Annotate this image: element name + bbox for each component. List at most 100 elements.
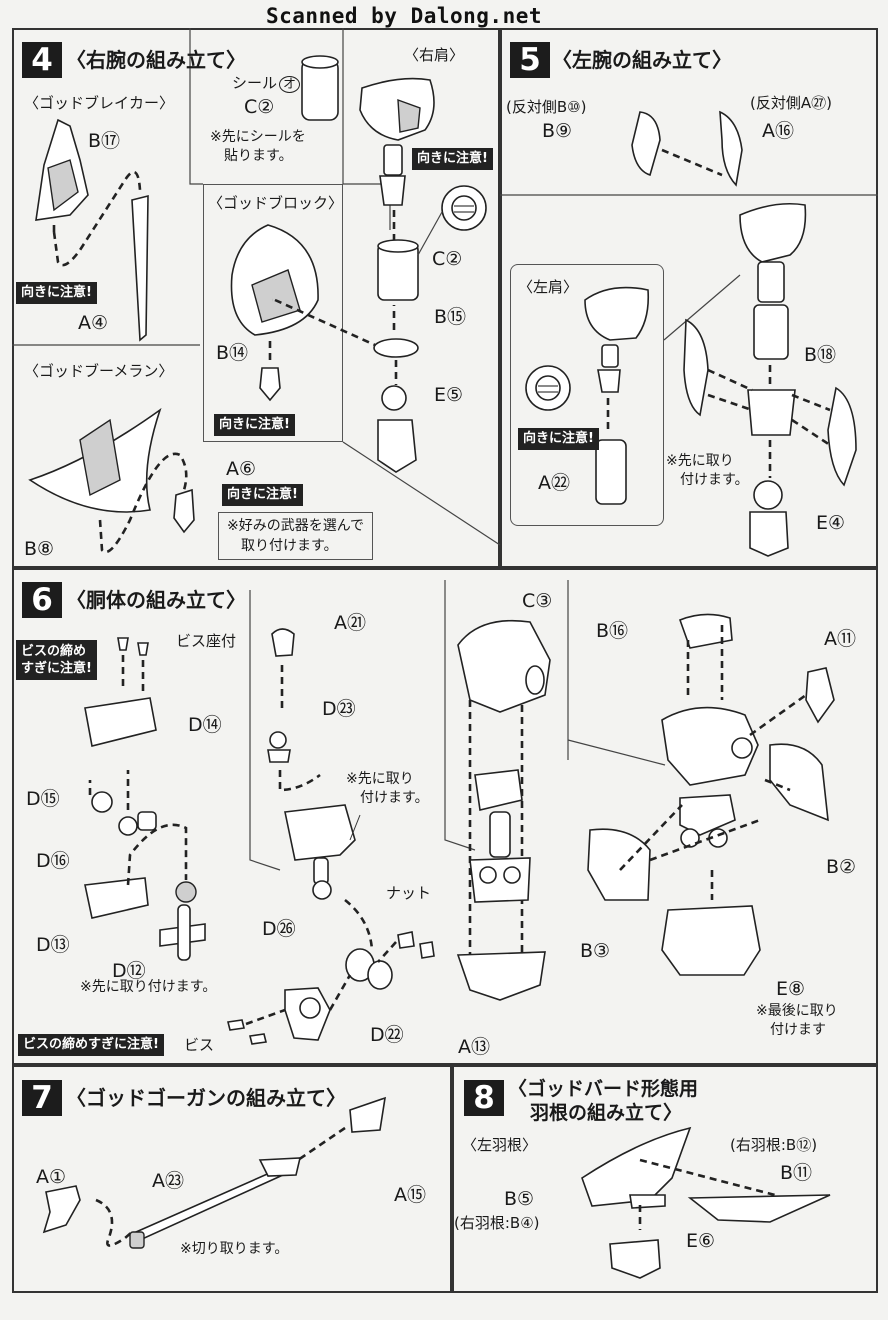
- label-d26: D㉖: [262, 918, 296, 940]
- label-a1: A①: [36, 1166, 67, 1188]
- a1-part: [42, 1185, 81, 1234]
- warn-screw-tight: ビスの締め すぎに注意!: [16, 640, 97, 680]
- boomerang-tip-a6: [173, 488, 195, 534]
- seal-label: シールオ: [232, 72, 301, 93]
- label-a11: A⑪: [824, 628, 856, 650]
- d13-block: [84, 877, 149, 919]
- label-d23: D㉓: [322, 698, 356, 720]
- label-b8: B⑧: [24, 538, 55, 560]
- label-a23: A㉓: [152, 1170, 184, 1192]
- section-7-number: 7: [22, 1080, 62, 1116]
- note-seal-line-2: 貼ります。: [224, 148, 293, 164]
- god-breaker-shaft-a4: [131, 194, 149, 342]
- god-block-frame: [203, 184, 343, 442]
- label-screw: ビス: [184, 1036, 215, 1054]
- label-d15: D⑮: [26, 788, 60, 810]
- label-opposite-a27: (反対側A㉗): [750, 94, 832, 112]
- left-shoulder-frame: [510, 264, 664, 526]
- label-nut: ナット: [386, 884, 432, 902]
- note-e8-line-2: 付けます: [770, 1022, 826, 1038]
- warn-direction-left-shoulder: 向きに注意!: [518, 428, 599, 450]
- label-a6: A⑥: [226, 458, 257, 480]
- e6-talon: [609, 1239, 661, 1279]
- section-5-title: 〈左腕の組み立て〉: [552, 48, 732, 72]
- section-4-number: 4: [22, 42, 62, 78]
- b18-bracket: [747, 389, 796, 436]
- note-torso-first-line-2: 付けます。: [360, 790, 429, 806]
- label-opposite-b10: (反対側B⑩): [506, 98, 587, 116]
- section-6-frame: [12, 568, 878, 1065]
- torso-core: [661, 706, 759, 786]
- section-8-title-2: 羽根の組み立て〉: [530, 1102, 683, 1124]
- note-seal-line-1: ※先にシールを: [210, 129, 306, 145]
- warn-direction-breaker: 向きに注意!: [16, 282, 97, 304]
- note-e8-line-1: ※最後に取り: [756, 1003, 838, 1019]
- label-b3: B③: [580, 940, 611, 962]
- label-e5: E⑤: [434, 384, 464, 406]
- seal-id: オ: [279, 76, 301, 93]
- section-5-frame: [500, 28, 878, 568]
- label-d16: D⑯: [36, 850, 70, 872]
- d14-block: [84, 697, 157, 747]
- section-6-title: 〈胴体の組み立て〉: [66, 588, 246, 612]
- b11-wing: [687, 1194, 831, 1223]
- label-c2: C②: [432, 248, 463, 270]
- section-7-frame: [12, 1065, 452, 1293]
- warn-screw-tight-2: ビスの締めすぎに注意!: [18, 1034, 164, 1056]
- label-d14: D⑭: [188, 714, 222, 736]
- note-left-first-line-1: ※先に取り: [666, 453, 734, 469]
- section-4-frame: [12, 28, 500, 568]
- label-d12: D⑫: [112, 960, 146, 982]
- e4-fist: [749, 511, 789, 557]
- note-weapon-choice: ※好みの武器を選んで 取り付けます。: [218, 512, 374, 560]
- label-e6: E⑥: [686, 1230, 716, 1252]
- seal-label-text: シール: [232, 74, 278, 92]
- label-b5: B⑤: [504, 1188, 535, 1210]
- label-a22: A㉒: [538, 472, 570, 494]
- a21-cap: [271, 628, 295, 657]
- label-c3: C③: [522, 590, 553, 612]
- label-b17: B⑰: [88, 130, 121, 152]
- left-arm-part-b9: [631, 111, 661, 177]
- label-right-wing-b12: (右羽根:B⑫): [730, 1136, 818, 1154]
- god-boomerang-heading: 〈ゴッドブーメラン〉: [24, 362, 174, 380]
- section-6-number: 6: [22, 582, 62, 618]
- warn-direction-block: 向きに注意!: [214, 414, 295, 436]
- note-cut: ※切り取ります。: [180, 1241, 289, 1257]
- note-weapon-line-1: ※好みの武器を選んで: [227, 518, 365, 534]
- label-d13: D⑬: [36, 934, 70, 956]
- note-seal-first: ※先にシールを 貼ります。: [210, 128, 306, 166]
- section-8-title-1: 〈ゴッドバード形態用: [508, 1078, 699, 1100]
- warn-screw-line-2: すぎに注意!: [21, 661, 92, 676]
- note-d12-first: ※先に取り付けます。: [80, 979, 217, 995]
- god-breaker-heading: 〈ゴッドブレイカー〉: [24, 94, 175, 112]
- e5-fist: [377, 419, 417, 473]
- note-left-first-line-2: 付けます。: [680, 472, 749, 488]
- right-shoulder-b15: [359, 77, 435, 141]
- a22-cylinder: [595, 439, 627, 505]
- b15-ring: [373, 338, 419, 358]
- warn-screw-line-1: ビスの締め: [21, 644, 87, 659]
- section-4-title: 〈右腕の組み立て〉: [66, 48, 246, 72]
- label-a4: A④: [78, 312, 109, 334]
- label-screw-seat: ビス座付: [176, 632, 237, 650]
- warn-direction-boomerang: 向きに注意!: [222, 484, 303, 506]
- god-block-heading: 〈ゴッドブロック〉: [208, 194, 344, 212]
- label-a16: A⑯: [762, 120, 794, 142]
- a11-piece: [805, 667, 835, 724]
- label-d22: D㉒: [370, 1024, 404, 1046]
- label-b9: B⑨: [542, 120, 573, 142]
- label-right-wing-b4: (右羽根:B④): [454, 1214, 540, 1232]
- warn-direction-shoulder: 向きに注意!: [412, 148, 493, 170]
- label-e8: E⑧: [776, 978, 806, 1000]
- a15-fins: [349, 1096, 386, 1133]
- b16-collar: [678, 613, 733, 649]
- note-left-first: ※先に取り 付けます。: [666, 452, 749, 490]
- section-8-number: 8: [464, 1080, 504, 1116]
- section-5-number: 5: [510, 42, 550, 78]
- label-b15: B⑮: [434, 306, 467, 328]
- section-8-frame: [452, 1065, 878, 1293]
- label-a21: A㉑: [334, 612, 366, 634]
